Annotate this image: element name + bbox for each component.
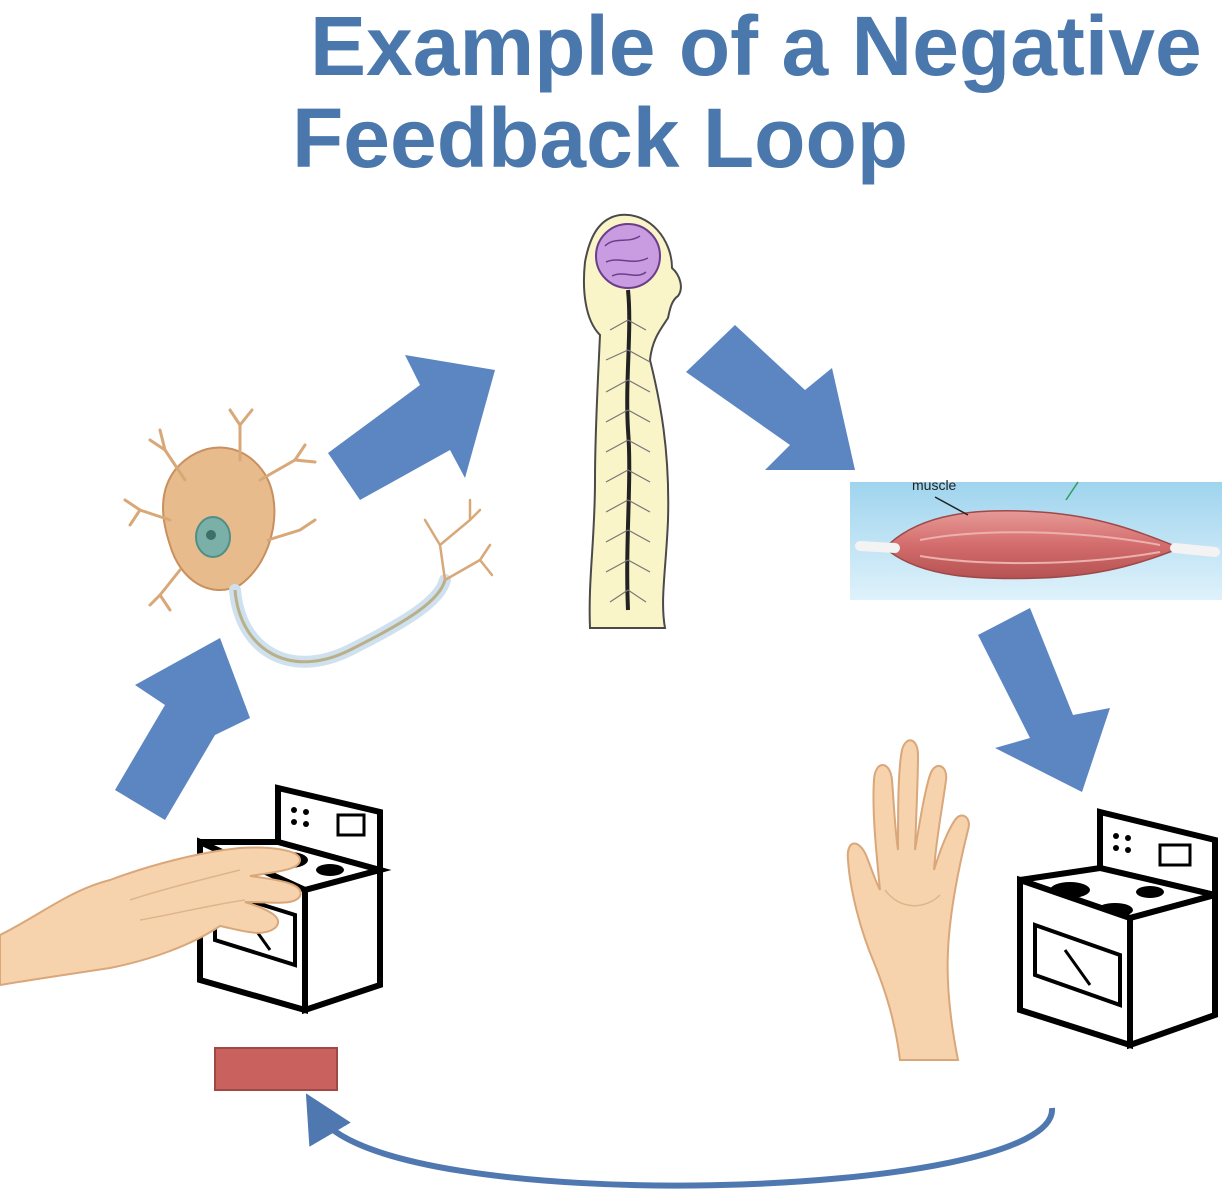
- diagram-title: Example of a Negative Feedback Loop: [0, 0, 1222, 184]
- muscle-icon: muscle: [850, 477, 1222, 600]
- raised-hand-icon: [846, 739, 970, 1061]
- stove-icon: [1017, 808, 1218, 1050]
- muscle-label: muscle: [912, 477, 957, 493]
- hand-on-stove-icon: [0, 846, 302, 987]
- arrow-brain-to-muscle: [686, 325, 855, 470]
- title-line-1: Example of a Negative: [310, 0, 1202, 93]
- arrow-neuron-to-brain: [328, 355, 495, 500]
- arrow-stove-to-neuron: [115, 638, 250, 820]
- stimulus-bar-icon: [214, 1047, 338, 1091]
- curved-return-arrow: [305, 1093, 1056, 1189]
- arrow-muscle-to-stove: [978, 608, 1110, 792]
- sensory-neuron-icon: [123, 408, 494, 668]
- brain-spinal-cord-icon: [582, 213, 682, 629]
- title-line-2: Feedback Loop: [292, 91, 909, 185]
